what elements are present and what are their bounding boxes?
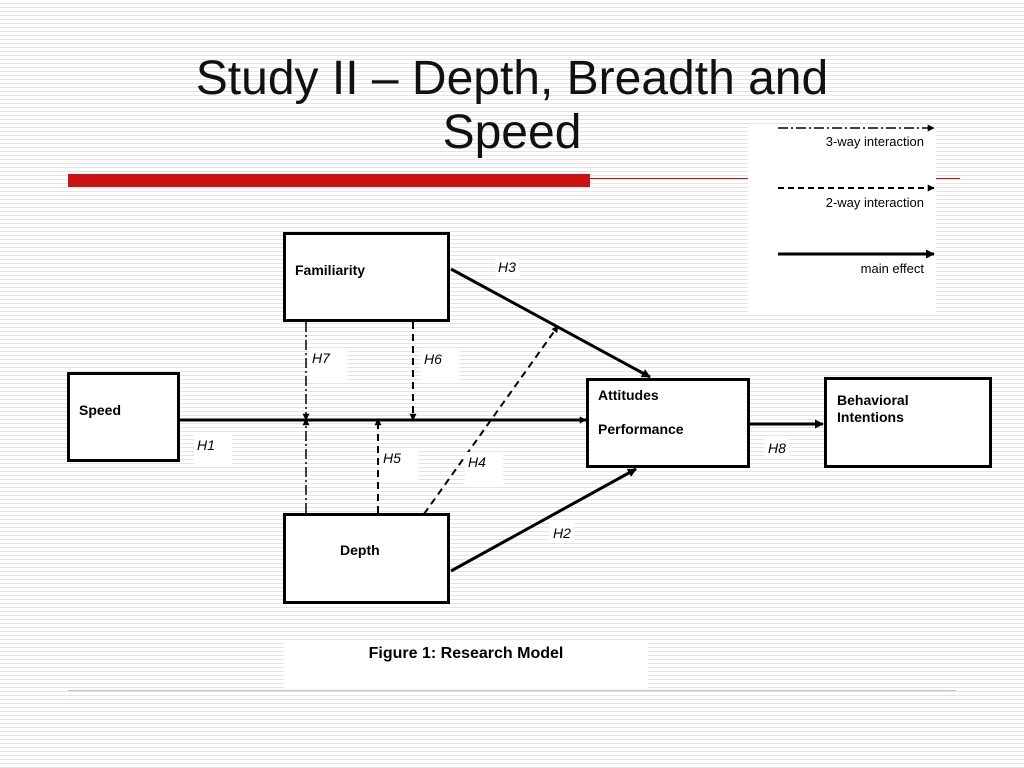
node-attitudes-performance: Attitudes Performance (586, 378, 750, 468)
hypothesis-label-h6: H6 (421, 349, 459, 381)
node-speed-label: Speed (79, 402, 122, 418)
legend-label-main-effect: main effect (860, 261, 924, 276)
arrow-h2 (450, 467, 637, 573)
node-speed: Speed (67, 372, 180, 462)
hypothesis-label-h3: H3 (495, 257, 519, 277)
hypothesis-label-h2: H2 (550, 523, 574, 543)
hypothesis-label-h1: H1 (194, 435, 232, 467)
slide-title: Study II – Depth, Breadth and Speed (60, 52, 964, 160)
node-familiarity-label: Familiarity (295, 262, 366, 278)
slide-title-line-2: Speed (442, 106, 582, 159)
node-familiarity: Familiarity (283, 232, 450, 322)
title-underline-bar (68, 174, 590, 187)
hypothesis-label-h8: H8 (765, 438, 789, 458)
arrow-h3 (450, 267, 651, 379)
node-performance-label: Performance (598, 421, 684, 437)
slide-title-line-1: Study II – Depth, Breadth and (195, 52, 829, 105)
hypothesis-label-h5: H5 (380, 448, 418, 480)
node-depth: Depth (283, 513, 450, 604)
legend-label-two-way: 2-way interaction (825, 195, 924, 210)
hypothesis-label-h4: H4 (465, 452, 503, 484)
figure-caption: Figure 1: Research Model (284, 640, 648, 688)
node-attitudes-label: Attitudes (598, 387, 659, 403)
hypothesis-label-h7: H7 (309, 348, 347, 380)
node-behavioral-intentions: Behavioral Intentions (824, 377, 992, 468)
footer-rule (68, 690, 956, 691)
node-depth-label: Depth (340, 542, 380, 558)
legend-panel (748, 124, 936, 314)
arrow-h4 (423, 325, 559, 515)
legend-label-three-way: 3-way interaction (825, 134, 924, 149)
node-behavioral-label-line-2: Intentions (837, 409, 904, 425)
node-behavioral-label-line-1: Behavioral (837, 392, 909, 408)
